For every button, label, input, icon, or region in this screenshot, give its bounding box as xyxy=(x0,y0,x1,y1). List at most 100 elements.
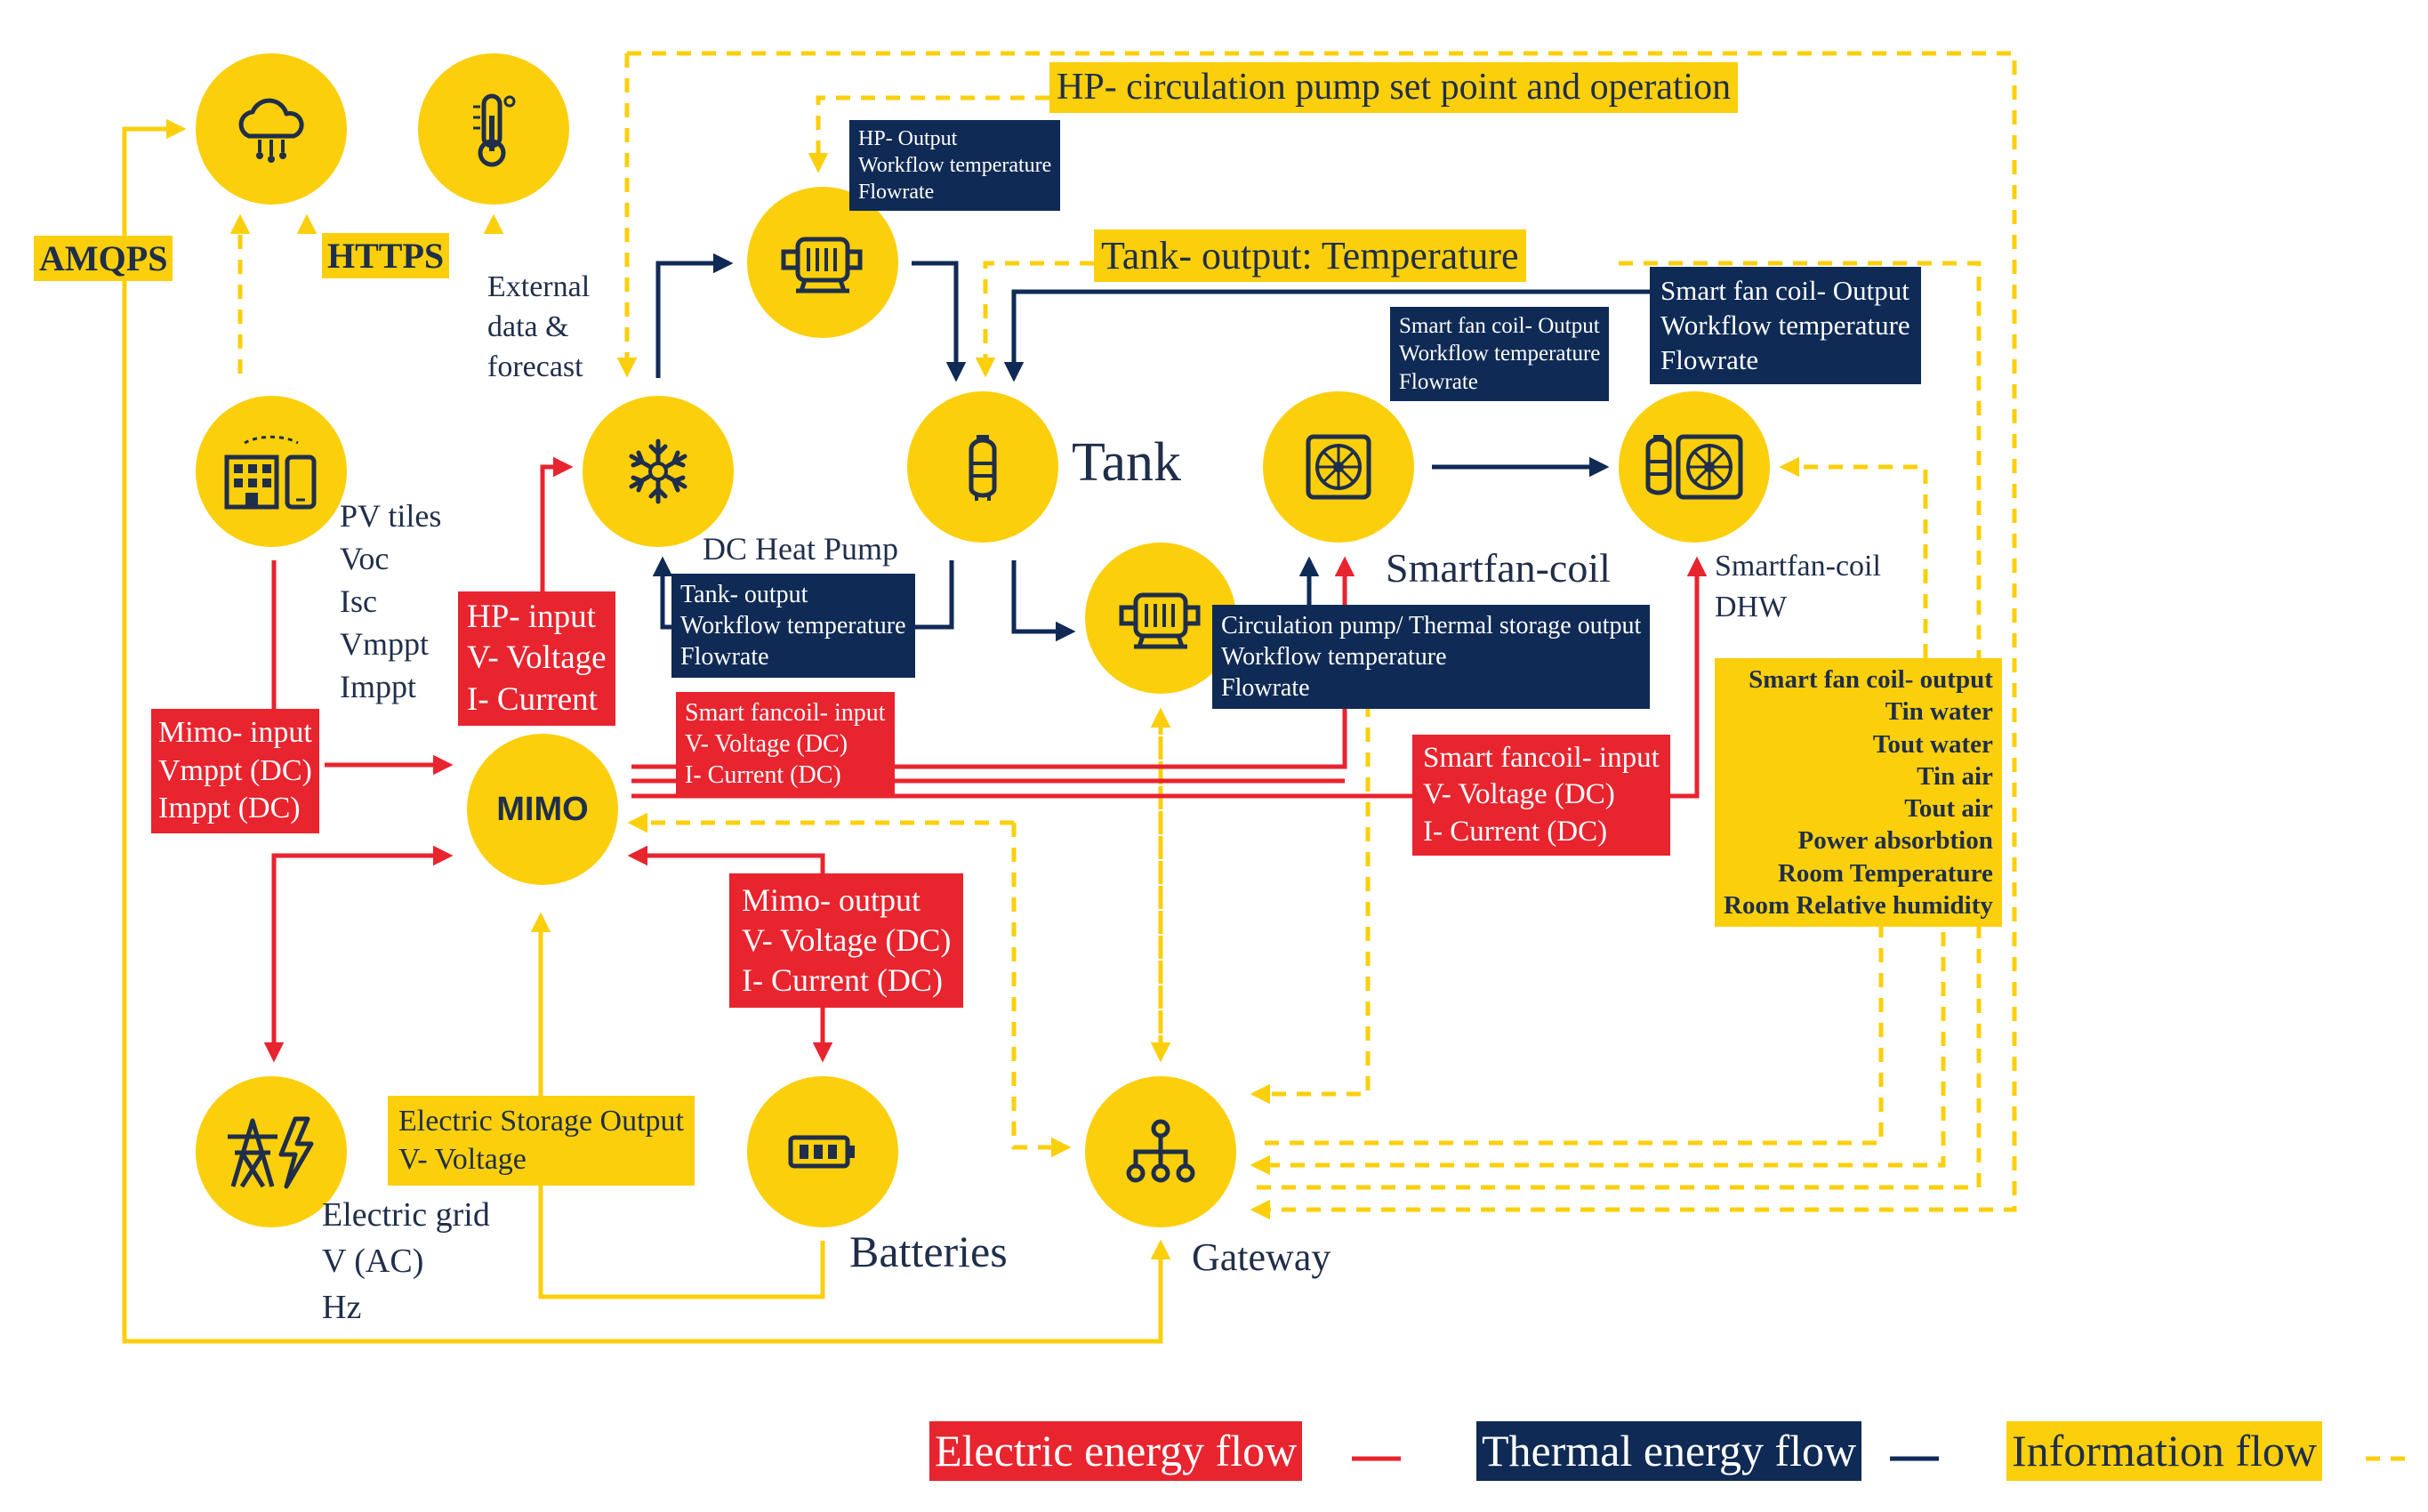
power-tower-lightning-icon xyxy=(228,1116,314,1189)
thermal-tank-to-circ-pump xyxy=(1011,560,1076,642)
box-line: V- Voltage xyxy=(398,1142,527,1176)
box-line: Tin water xyxy=(1885,697,1993,727)
legend-thermal: Thermal energy flow xyxy=(1476,1421,1862,1481)
box-line: HP- circulation pump set point and opera… xyxy=(1057,67,1732,108)
smartfan-coil-dhw-label: Smartfan-coil DHW xyxy=(1715,546,1881,628)
pv-line-1: PV tiles xyxy=(340,498,442,534)
info-sfc-output-to-dhw xyxy=(1779,456,1928,658)
fan-coil-icon xyxy=(1306,434,1371,500)
box-line: Flowrate xyxy=(1221,674,1310,702)
grid-line-2: V (AC) xyxy=(322,1243,424,1280)
smart-fan-coil-output-box-large: Smart fan coil- Output Workflow temperat… xyxy=(1650,267,1921,385)
smartfan-coil-label: Smartfan-coil xyxy=(1386,545,1611,591)
pump-motor-icon xyxy=(1119,592,1201,649)
electric-grid-label: Electric grid V (AC) Hz xyxy=(322,1192,490,1331)
batteries-label: Batteries xyxy=(849,1226,1008,1276)
smart-fancoil-input-box-b: Smart fancoil- input V- Voltage (DC) I- … xyxy=(1412,735,1670,856)
tank-output-temperature-box: Tank- output: Temperature xyxy=(1094,229,1526,282)
electric-mimo-output-to-mimo xyxy=(627,845,825,873)
info-outer-loop-to-gateway xyxy=(627,51,2017,1220)
box-line: Tin air xyxy=(1917,761,1993,791)
box-line: Workflow temperature xyxy=(680,612,906,639)
pv-tiles-label: PV tiles Voc Isc Vmppt Imppt xyxy=(340,495,441,708)
box-line: I- Current (DC) xyxy=(1423,815,1608,848)
box-line: Vmppt (DC) xyxy=(158,753,312,787)
box-line: Flowrate xyxy=(1399,369,1478,394)
smart-fancoil-input-box-a: Smart fancoil- input V- Voltage (DC) I- … xyxy=(676,692,895,796)
box-line: Smart fan coil- output xyxy=(1749,665,1993,694)
box-line: V- Voltage xyxy=(467,639,607,677)
smartfan-coil-node xyxy=(1263,391,1414,543)
thermal-hp-pump-to-tank xyxy=(912,261,967,382)
hp-input-box: HP- input V- Voltage I- Current xyxy=(458,591,615,726)
legend-information-label: Information flow xyxy=(2012,1426,2317,1476)
box-line: V- Voltage (DC) xyxy=(685,730,848,758)
box-line: Smart fan coil- Output xyxy=(1399,314,1600,338)
battery-icon xyxy=(788,1135,855,1169)
box-line: I- Current (DC) xyxy=(685,761,841,789)
grid-line-1: Electric grid xyxy=(322,1196,490,1234)
thermal-sfc-to-tank xyxy=(1003,289,1650,382)
mimo-output-box: Mimo- output V- Voltage (DC) I- Current … xyxy=(729,873,964,1008)
box-line: Workflow temperature xyxy=(1399,342,1601,366)
circulation-pump-output-box: Circulation pump/ Thermal storage output… xyxy=(1212,605,1651,709)
thermal-hp-to-hp-pump xyxy=(655,253,734,378)
thermometer-icon xyxy=(473,93,516,167)
box-line: Tout air xyxy=(1904,794,1993,823)
smart-fan-coil-output-box-small: Smart fan coil- Output Workflow temperat… xyxy=(1390,307,1610,401)
box-line: Room Temperature xyxy=(1777,858,1993,888)
https-label: HTTPS xyxy=(322,233,450,278)
dhw-line-1: Smartfan-coil xyxy=(1715,550,1881,583)
smart-fan-coil-info-output-box: Smart fan coil- output Tin water Tout wa… xyxy=(1715,658,2002,927)
electric-hp-input-to-hp xyxy=(540,456,574,591)
smartfan-coil-dhw-node xyxy=(1619,391,1770,543)
pv-line-3: Isc xyxy=(340,583,377,619)
box-line: HP- Output xyxy=(858,127,958,150)
box-line: I- Current xyxy=(467,680,598,718)
box-line: Tank- output xyxy=(680,581,808,608)
box-line: Room Relative humidity xyxy=(1724,890,1993,920)
batteries-node xyxy=(747,1076,898,1227)
electric-mimo-to-dhw xyxy=(631,556,1708,799)
box-line: V- Voltage (DC) xyxy=(742,922,952,958)
info-setpoint-to-hp-pump xyxy=(808,95,1049,173)
gateway-node xyxy=(1085,1076,1236,1227)
heat-pump-node xyxy=(583,396,734,547)
mimo-label: MIMO xyxy=(496,790,589,828)
external-data-label: External data & forecast xyxy=(487,267,590,387)
box-line: Power absorbtion xyxy=(1797,826,1993,856)
pv-line-5: Imppt xyxy=(340,669,416,704)
external-line-3: forecast xyxy=(487,350,583,383)
box-line: Mimo- input xyxy=(158,716,312,749)
box-line: Smart fancoil- input xyxy=(685,699,886,727)
dhw-line-2: DHW xyxy=(1715,591,1788,623)
box-line: Flowrate xyxy=(1660,343,1759,375)
box-line: I- Current (DC) xyxy=(742,962,943,998)
box-line: Smart fancoil- input xyxy=(1423,742,1660,774)
box-line: Tout water xyxy=(1872,729,1993,759)
pv-line-4: Vmppt xyxy=(340,626,430,662)
legend-electric-label: Electric energy flow xyxy=(935,1426,1298,1476)
legend-electric: Electric energy flow xyxy=(929,1421,1303,1481)
box-line: Flowrate xyxy=(680,643,769,671)
legend-thermal-label: Thermal energy flow xyxy=(1482,1426,1857,1476)
legend-information: Information flow xyxy=(2006,1421,2322,1481)
gateway-label: Gateway xyxy=(1192,1235,1331,1279)
tank-node xyxy=(907,391,1058,543)
box-line: Flowrate xyxy=(858,181,935,204)
building-phone-icon xyxy=(224,435,317,510)
amqps-label: AMQPS xyxy=(34,236,173,281)
hp-circulation-pump-node xyxy=(747,187,898,338)
info-tank-temp-to-tank xyxy=(975,261,1094,378)
tank-label: Tank xyxy=(1072,432,1182,493)
electric-mimo-to-grid xyxy=(263,853,449,1063)
circulation-pump-node xyxy=(1085,543,1236,694)
info-circ-box-to-gateway xyxy=(1250,703,1371,1105)
hp-output-box: HP- Output Workflow temperature Flowrate xyxy=(849,120,1061,211)
box-line: Workflow temperature xyxy=(1660,309,1910,341)
dc-heat-pump-label: DC Heat Pump xyxy=(703,531,898,567)
info-sfc-info-to-gateway xyxy=(1254,898,1884,1146)
tank-output-box: Tank- output Workflow temperature Flowra… xyxy=(671,574,915,678)
electric-grid-node xyxy=(196,1076,347,1227)
box-line: Circulation pump/ Thermal storage output xyxy=(1221,612,1642,639)
